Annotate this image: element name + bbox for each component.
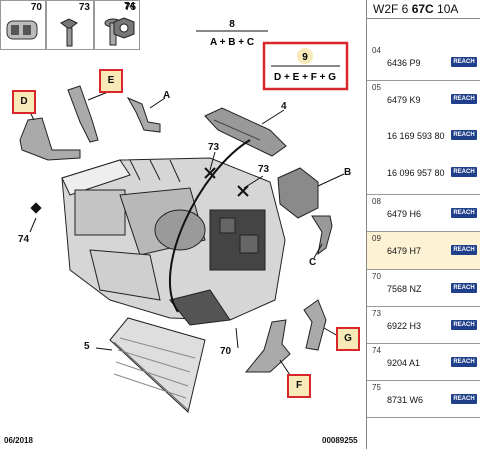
group-number: 74 xyxy=(372,346,381,355)
group-73[interactable]: 73 6922 H3 REACH xyxy=(367,307,480,344)
group-74[interactable]: 74 9204 A1 REACH xyxy=(367,344,480,381)
formula-8-number: 8 xyxy=(229,19,235,30)
part-b xyxy=(277,167,319,219)
reach-badge: REACH xyxy=(451,394,477,404)
callout-a[interactable]: A xyxy=(163,90,171,101)
part-a xyxy=(126,96,161,133)
callout-c[interactable]: C xyxy=(309,257,317,268)
group-number: 70 xyxy=(372,272,381,281)
exploded-diagram: 70 73 75 74 8 A + B + C xyxy=(0,0,360,445)
group-09[interactable]: 09 6479 H7 REACH xyxy=(367,232,480,270)
part-ref[interactable]: 16 169 593 80 xyxy=(387,131,445,141)
footer-ref-number: 00089255 xyxy=(322,436,358,445)
group-number: 09 xyxy=(372,234,381,243)
part-e xyxy=(67,85,99,143)
reach-badge: REACH xyxy=(451,357,477,367)
part-g xyxy=(303,299,327,351)
part-ref[interactable]: 16 096 957 80 xyxy=(387,168,445,178)
reach-badge: REACH xyxy=(451,130,477,140)
nut-icon xyxy=(113,17,135,39)
hvac-unit xyxy=(61,157,286,326)
thumb-73-number: 73 xyxy=(78,2,90,13)
leader-lines xyxy=(27,91,345,379)
cable-line xyxy=(168,139,251,313)
group-number: 08 xyxy=(372,197,381,206)
thumb-73[interactable]: 73 xyxy=(46,0,94,50)
callout-74[interactable]: 74 xyxy=(18,234,30,245)
clip-icon xyxy=(6,20,38,40)
callout-e[interactable]: E xyxy=(99,69,123,93)
thumb-70[interactable]: 70 xyxy=(0,0,46,50)
callout-g[interactable]: G xyxy=(336,327,360,351)
group-number: 05 xyxy=(372,83,381,92)
callout-5[interactable]: 5 xyxy=(84,341,90,352)
rivet-icon xyxy=(60,18,78,47)
formula-9[interactable]: 9 D + E + F + G xyxy=(262,41,349,91)
part-ref[interactable]: 6479 K9 xyxy=(387,95,421,105)
callout-73-right[interactable]: 73 xyxy=(258,164,270,175)
part-f xyxy=(244,319,291,373)
part-ref[interactable]: 6922 H3 xyxy=(387,321,422,331)
callout-f[interactable]: F xyxy=(287,374,311,398)
part-c xyxy=(311,215,333,256)
part-d xyxy=(19,117,81,161)
thumb-74-number: 74 xyxy=(124,1,136,12)
formula-8[interactable]: 8 A + B + C xyxy=(196,19,268,48)
part-ref[interactable]: 6479 H7 xyxy=(387,246,422,256)
reach-badge: REACH xyxy=(451,94,477,104)
code-prefix: W2F 6 xyxy=(373,2,409,16)
footer-date: 06/2018 xyxy=(4,436,33,445)
part-ref[interactable]: 6479 H6 xyxy=(387,209,422,219)
part-ref[interactable]: 9204 A1 xyxy=(387,358,421,368)
panel-header: W2F 6 67C 10A xyxy=(367,0,480,19)
formula-9-number: 9 xyxy=(302,52,308,63)
diagram-drawing: 8 A + B + C 9 D + E + F + G xyxy=(19,19,349,413)
formula-9-expression: D + E + F + G xyxy=(274,72,336,83)
group-08[interactable]: 08 6479 H6 REACH xyxy=(367,195,480,232)
duct-part xyxy=(204,107,287,157)
callout-70[interactable]: 70 xyxy=(220,346,232,357)
part-ref[interactable]: 8731 W6 xyxy=(387,395,424,405)
part-ref[interactable]: 7568 NZ xyxy=(387,284,422,294)
group-70[interactable]: 70 7568 NZ REACH xyxy=(367,270,480,307)
reach-badge: REACH xyxy=(451,320,477,330)
callout-4[interactable]: 4 xyxy=(281,101,287,112)
callout-73-left[interactable]: 73 xyxy=(208,142,220,153)
group-number: 75 xyxy=(372,383,381,392)
reach-badge: REACH xyxy=(451,283,477,293)
code-bold: 67C xyxy=(411,2,434,16)
group-75[interactable]: 75 8731 W6 REACH xyxy=(367,381,480,418)
thumb-75-number: 75 xyxy=(124,2,136,13)
group-number: 04 xyxy=(372,46,381,55)
group-04[interactable]: 04 6436 P9 REACH xyxy=(367,44,480,81)
reach-badge: REACH xyxy=(451,245,477,255)
callout-d[interactable]: D xyxy=(12,90,36,114)
reach-badge: REACH xyxy=(451,167,477,177)
panel-separator xyxy=(366,0,367,449)
group-05[interactable]: 05 6479 K9 REACH 16 169 593 80 REACH 16 … xyxy=(367,81,480,195)
reach-badge: REACH xyxy=(451,208,477,218)
parts-reference-panel: W2F 6 67C 10A 04 6436 P9 REACH 05 6479 K… xyxy=(367,0,480,449)
part-ref[interactable]: 6436 P9 xyxy=(387,58,421,68)
thumb-70-number: 70 xyxy=(30,2,42,13)
pollen-filter xyxy=(109,317,206,413)
formula-8-expression: A + B + C xyxy=(210,37,254,48)
callout-b[interactable]: B xyxy=(344,167,352,178)
reach-badge: REACH xyxy=(451,57,477,67)
group-number: 73 xyxy=(372,309,381,318)
code-suffix: 10A xyxy=(437,2,459,16)
